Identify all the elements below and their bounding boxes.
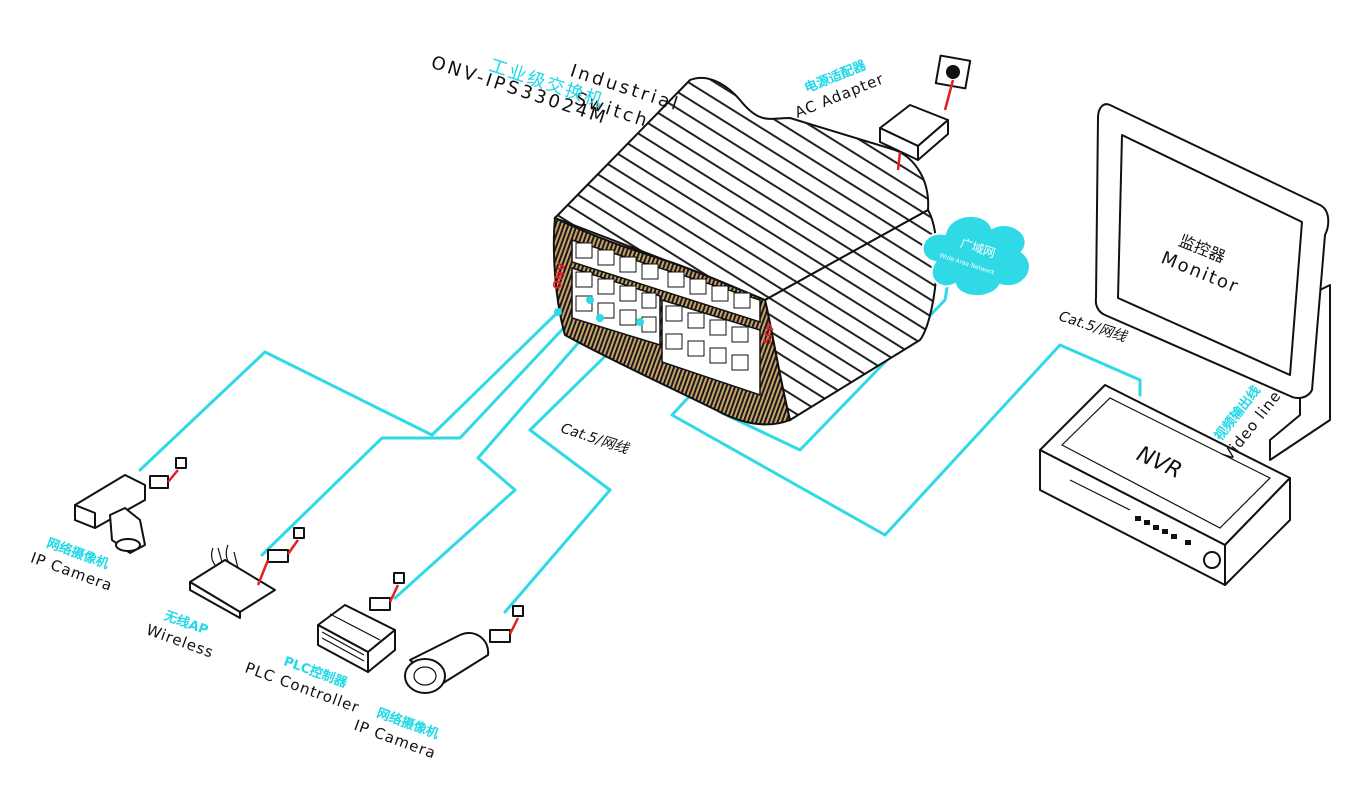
bullet-lens <box>404 658 446 694</box>
nvr: NVR <box>1039 384 1291 586</box>
cable-wireless-ap <box>260 298 592 557</box>
adapter-box-right <box>917 119 949 161</box>
plc-side <box>367 629 396 673</box>
switch-brand: ONV <box>550 261 568 291</box>
switch-ports-upper <box>575 242 751 309</box>
wan-cloud: 广域网 Wide Area Network <box>921 214 1031 298</box>
switch-sfp-label: SFP <box>762 322 777 345</box>
cable-label-center: Cat.5/网线 <box>559 421 632 458</box>
cable-ip-camera-2 <box>503 320 642 614</box>
industrial-switch: ONV SFP <box>550 77 938 426</box>
plc-power <box>369 572 405 611</box>
cable-ip-camera-1 <box>138 310 560 472</box>
camera-base <box>115 538 141 552</box>
wall-socket-hole <box>946 65 960 79</box>
ap-antenna-2 <box>233 551 239 569</box>
ip-camera-1: 网络摄像机 IP Camera <box>28 457 187 595</box>
ap-antenna-1 <box>217 547 223 563</box>
cable-nvr <box>670 343 1142 537</box>
cloud-shape <box>921 214 1031 298</box>
wifi-waves <box>210 544 231 567</box>
camera-1-power <box>149 457 187 489</box>
camera-2-power <box>489 605 524 643</box>
nvr-knob <box>1203 551 1221 569</box>
plc-terminals <box>321 613 381 662</box>
monitor: 监控器 Monitor <box>1094 103 1331 461</box>
switch-ports-lower <box>575 271 749 371</box>
camera-lens-end <box>74 504 96 529</box>
nvr-buttons <box>1135 516 1191 545</box>
nvr-slot <box>1069 479 1131 511</box>
switch-plug-dots <box>554 296 644 326</box>
power-cord <box>943 79 955 111</box>
monitor-screen <box>1117 134 1303 376</box>
switch-title: Industrial Switch ONV-IPS33024M 工业级交换机 <box>428 52 683 132</box>
ap-top <box>189 559 276 613</box>
ap-front <box>189 581 241 619</box>
nvr-side <box>1224 477 1291 586</box>
nvr-top-inner <box>1060 397 1272 529</box>
cable-plc <box>393 316 602 600</box>
bullet-lens-inner <box>413 666 437 686</box>
adapter-cord <box>896 151 902 171</box>
ap-power <box>256 527 305 586</box>
wireless-ap: 无线AP Wireless <box>144 527 305 662</box>
